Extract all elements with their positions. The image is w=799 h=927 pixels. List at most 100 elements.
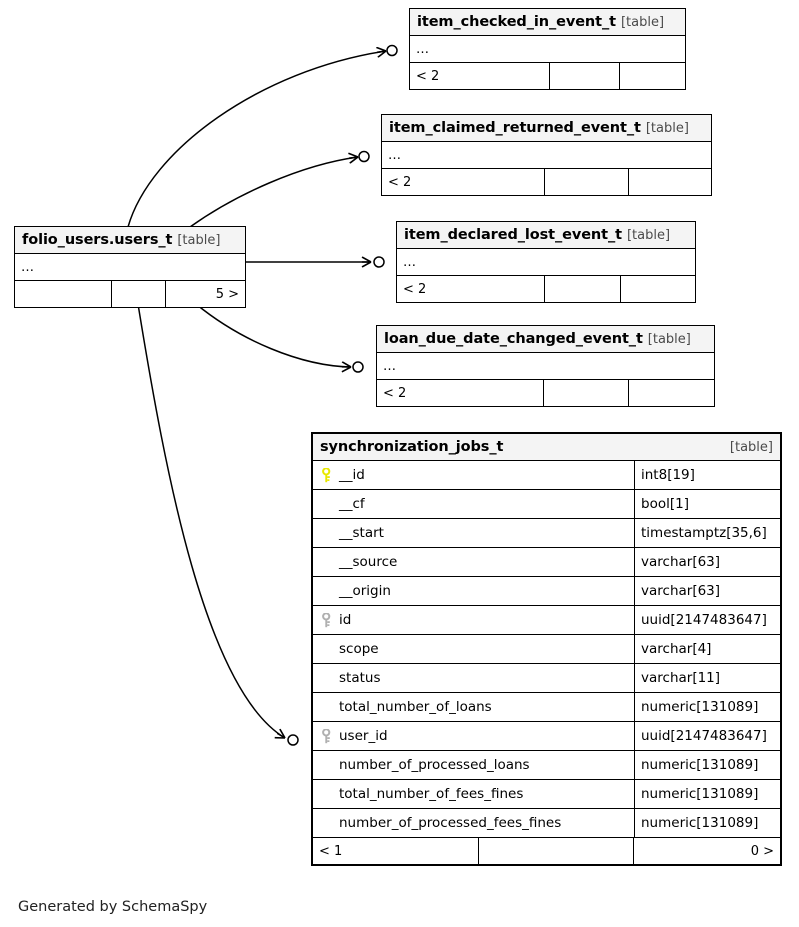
key-icon-placeholder: [318, 554, 336, 570]
table-type-tag: [table]: [620, 14, 665, 30]
key-icon-placeholder: [318, 699, 336, 715]
column-datatype-label: numeric[131089]: [641, 786, 759, 802]
table-collapsed-columns-row: …: [15, 254, 245, 281]
footer-child-count: [621, 276, 695, 302]
edge-users-to-loan-due-date-changed: [195, 303, 364, 373]
column-datatype-label: int8[19]: [641, 467, 695, 483]
column-datatype-label: varchar[63]: [641, 583, 721, 599]
footer-parent-count: < 2: [397, 276, 545, 302]
edge-users-to-synchronization-jobs: [137, 303, 299, 746]
key-icon-placeholder: [318, 496, 336, 512]
column-name-cell: total_number_of_fees_fines: [313, 780, 635, 808]
table-column-row: scope varchar[4]: [313, 635, 780, 664]
column-name-label: status: [339, 670, 381, 686]
column-name-label: total_number_of_fees_fines: [339, 786, 524, 802]
column-name-label: number_of_processed_fees_fines: [339, 815, 562, 831]
column-datatype-label: varchar[63]: [641, 554, 721, 570]
edge-users-to-item-claimed-returned: [189, 150, 370, 228]
column-datatype-label: bool[1]: [641, 496, 689, 512]
table-name: item_claimed_returned_event_t: [389, 120, 641, 136]
key-icon: [318, 728, 336, 744]
table-column-row: status varchar[11]: [313, 664, 780, 693]
column-name-cell: __start: [313, 519, 635, 547]
footer-parent-count: < 2: [382, 169, 545, 195]
table-title: loan_due_date_changed_event_t [table]: [377, 326, 714, 353]
column-name-label: number_of_processed_loans: [339, 757, 530, 773]
column-name-cell: scope: [313, 635, 635, 663]
footer-child-count: [629, 380, 714, 406]
table-name: loan_due_date_changed_event_t: [384, 331, 643, 347]
table-footer-row: 5 >: [15, 281, 245, 307]
table-footer-row: < 2: [397, 276, 695, 302]
footer-child-count: [620, 63, 685, 89]
column-name-label: __cf: [339, 496, 365, 512]
key-icon-placeholder: [318, 786, 336, 802]
column-name-cell: __id: [313, 461, 635, 489]
column-datatype-label: uuid[2147483647]: [641, 728, 767, 744]
key-icon: [318, 612, 336, 628]
column-datatype-label: numeric[131089]: [641, 757, 759, 773]
footer-parent-count: < 2: [377, 380, 544, 406]
column-name-cell: user_id: [313, 722, 635, 750]
table-footer-row: < 2: [410, 63, 685, 89]
footer-middle-cell: [479, 838, 634, 864]
table-type-tag: [table]: [645, 120, 689, 136]
footer-parent-count: [15, 281, 112, 307]
table-column-row: id uuid[2147483647]: [313, 606, 780, 635]
column-name-cell: id: [313, 606, 635, 634]
column-datatype-label: varchar[4]: [641, 641, 712, 657]
table-column-row: __id int8[19]: [313, 461, 780, 490]
table-column-row: __start timestamptz[35,6]: [313, 519, 780, 548]
table-item-declared-lost-event-t[interactable]: item_declared_lost_event_t [table] … < 2: [396, 221, 696, 303]
table-loan-due-date-changed-event-t[interactable]: loan_due_date_changed_event_t [table] … …: [376, 325, 715, 407]
column-datatype-label: numeric[131089]: [641, 815, 759, 831]
table-type-tag: [table]: [177, 232, 221, 248]
table-type-tag: [table]: [647, 331, 691, 347]
footer-child-count: [629, 169, 711, 195]
column-name-label: __origin: [339, 583, 391, 599]
column-name-label: scope: [339, 641, 379, 657]
column-name-cell: __origin: [313, 577, 635, 605]
column-name-cell: status: [313, 664, 635, 692]
footer-middle-cell: [550, 63, 620, 89]
column-name-label: total_number_of_loans: [339, 699, 492, 715]
column-datatype-label: timestamptz[35,6]: [641, 525, 767, 541]
footer-middle-cell: [544, 380, 629, 406]
table-type-tag: [table]: [626, 227, 671, 243]
key-icon-placeholder: [318, 525, 336, 541]
key-icon: [318, 467, 336, 483]
table-name: item_checked_in_event_t: [417, 14, 616, 30]
table-column-row: __source varchar[63]: [313, 548, 780, 577]
column-datatype-label: uuid[2147483647]: [641, 612, 767, 628]
table-item-checked-in-event-t[interactable]: item_checked_in_event_t [table] … < 2: [409, 8, 686, 90]
table-synchronization-jobs-t[interactable]: synchronization_jobs_t [table] __id int8[…: [311, 432, 782, 866]
table-collapsed-columns-row: …: [382, 142, 711, 169]
footer-child-count: 0 >: [750, 843, 774, 859]
table-name: folio_users.users_t: [22, 232, 173, 248]
column-name-cell: total_number_of_loans: [313, 693, 635, 721]
column-name-cell: __cf: [313, 490, 635, 518]
table-column-row: __origin varchar[63]: [313, 577, 780, 606]
table-collapsed-columns-row: …: [377, 353, 714, 380]
table-column-row: number_of_processed_loans numeric[131089]: [313, 751, 780, 780]
key-icon-placeholder: [318, 757, 336, 773]
footer-middle-cell: [545, 169, 629, 195]
table-column-row: __cf bool[1]: [313, 490, 780, 519]
table-column-list: __id int8[19] __cf bool[1] __start timestampt…: [313, 461, 780, 838]
table-folio-users-users-t[interactable]: folio_users.users_t [table] … 5 >: [14, 226, 246, 308]
table-type-tag: [table]: [729, 439, 773, 455]
key-icon-placeholder: [318, 815, 336, 831]
key-icon-placeholder: [318, 583, 336, 599]
table-collapsed-columns-row: …: [410, 36, 685, 63]
column-datatype-label: varchar[11]: [641, 670, 721, 686]
edge-users-to-item-checked-in: [127, 44, 398, 228]
column-name-cell: __source: [313, 548, 635, 576]
footer-middle-cell: [545, 276, 621, 302]
key-icon-placeholder: [318, 670, 336, 686]
column-name-label: id: [339, 612, 352, 628]
table-item-claimed-returned-event-t[interactable]: item_claimed_returned_event_t [table] … …: [381, 114, 712, 196]
table-footer-row: < 2: [382, 169, 711, 195]
table-title: item_declared_lost_event_t [table]: [397, 222, 695, 249]
table-name: synchronization_jobs_t: [320, 439, 504, 455]
